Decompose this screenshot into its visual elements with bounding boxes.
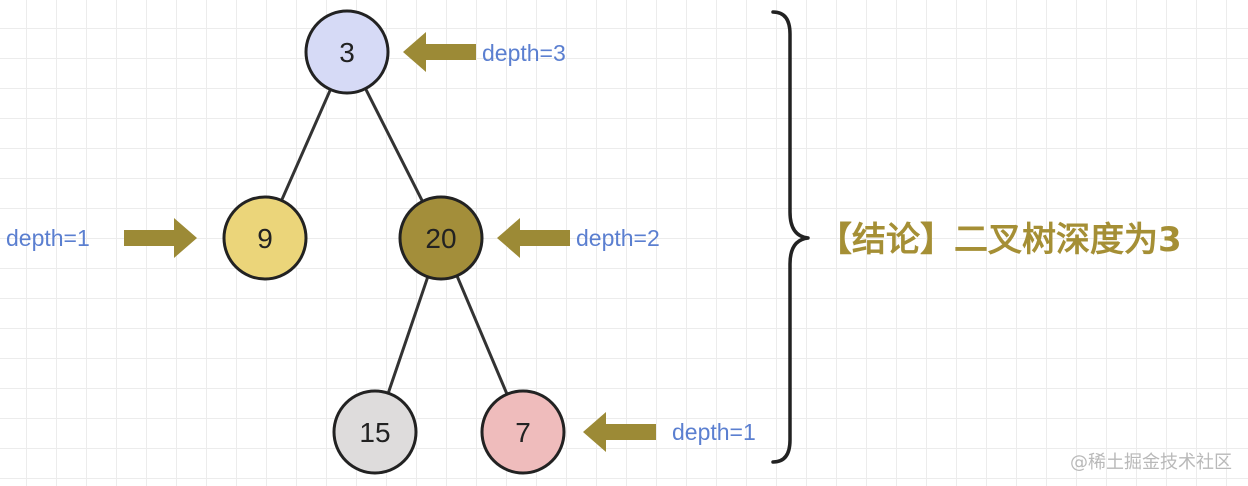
node-value: 9 xyxy=(257,223,273,254)
tree-edges xyxy=(279,85,510,398)
node-value: 3 xyxy=(339,37,355,68)
depth-arrow-right xyxy=(497,218,570,258)
node-circle xyxy=(332,389,418,475)
node-circle xyxy=(222,195,308,281)
edge-n3-n20 xyxy=(363,85,425,205)
node-value: 20 xyxy=(425,223,456,254)
edge-n20-n15 xyxy=(386,273,430,397)
conclusion-text: 【结论】二叉树深度为3 xyxy=(818,220,1182,260)
depth-arrow-left xyxy=(124,218,197,258)
node-circle xyxy=(480,389,566,475)
edge-n3-n9 xyxy=(279,86,333,204)
tree-nodes: 3 9 20 15 7 xyxy=(222,9,566,475)
edge-n20-n7 xyxy=(454,272,510,398)
depth-label-right: depth=2 xyxy=(576,225,660,251)
node-circle xyxy=(398,195,484,281)
depth-label-left: depth=1 xyxy=(6,225,90,251)
tree-node-3: 3 xyxy=(304,9,390,95)
tree-node-9: 9 xyxy=(222,195,308,281)
depth-label-root: depth=3 xyxy=(482,40,566,66)
curly-brace xyxy=(771,10,810,464)
depth-arrow-root xyxy=(403,32,476,72)
tree-node-20: 20 xyxy=(398,195,484,281)
depth-arrow-bottom xyxy=(583,412,656,452)
depth-label-bottom: depth=1 xyxy=(672,419,756,445)
tree-node-15: 15 xyxy=(332,389,418,475)
watermark: @稀土掘金技术社区 xyxy=(1070,452,1232,473)
tree-node-7: 7 xyxy=(480,389,566,475)
node-circle xyxy=(304,9,390,95)
node-value: 7 xyxy=(515,417,531,448)
node-value: 15 xyxy=(359,417,390,448)
